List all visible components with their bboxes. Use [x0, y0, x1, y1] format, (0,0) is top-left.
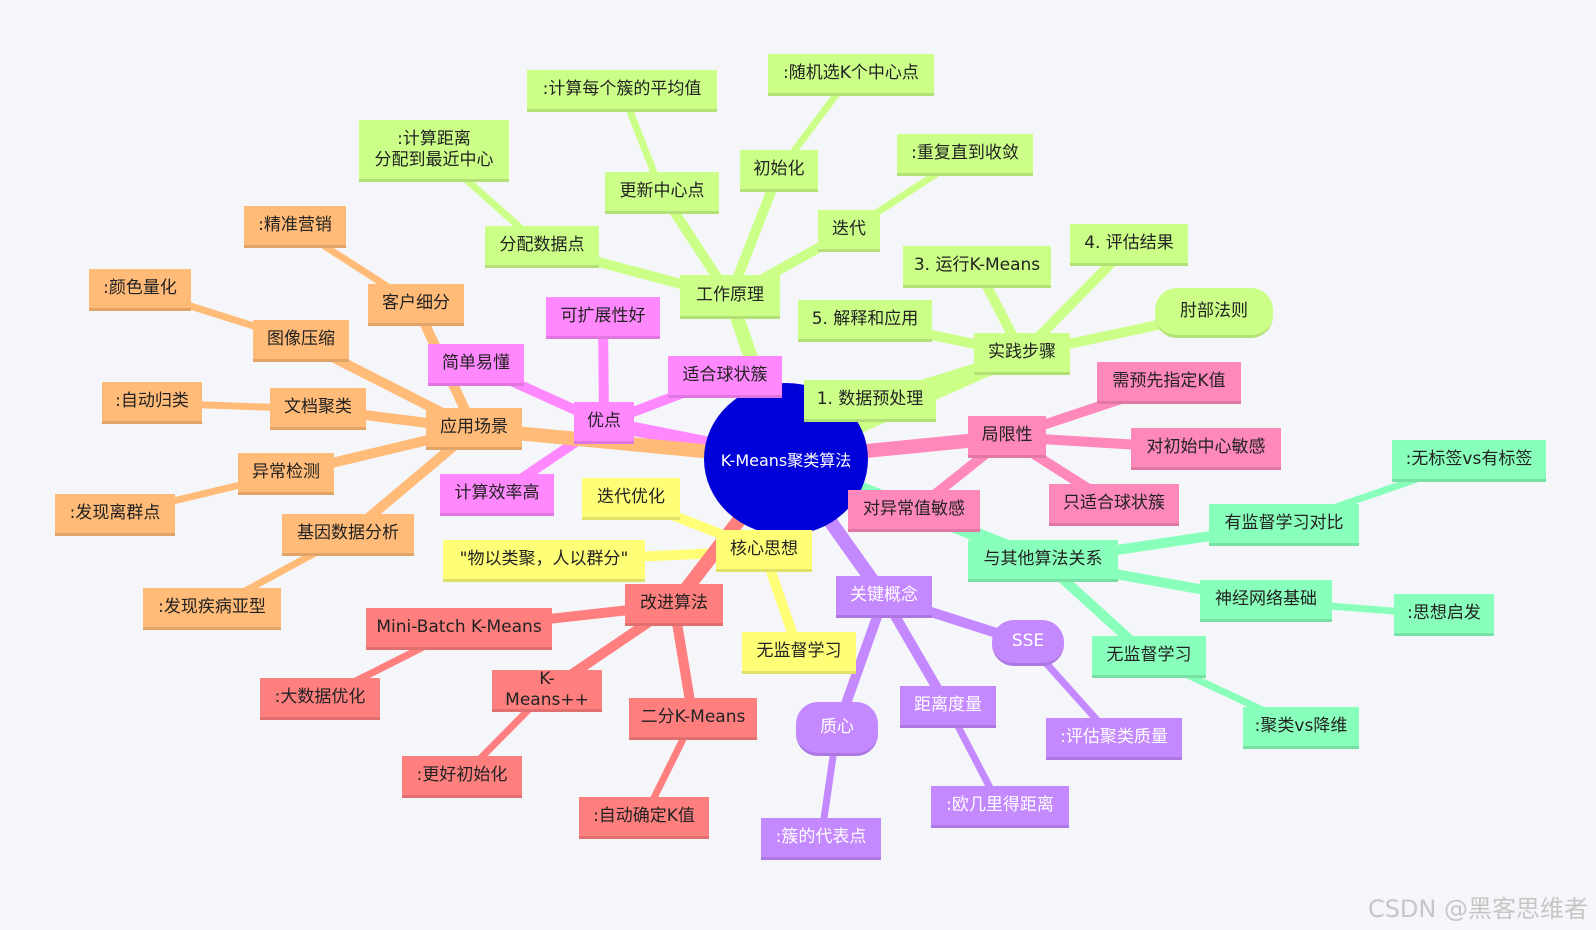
adv-scalable: 可扩展性好 — [546, 297, 660, 339]
leaf-neural: :思想启发 — [1394, 594, 1494, 636]
branch-improvements: 改进算法 — [625, 584, 723, 626]
leaf-centroid: :簇的代表点 — [761, 818, 881, 860]
improve-minibatch: Mini-Batch K-Means — [366, 608, 552, 650]
leaf-gene: :发现疾病亚型 — [143, 588, 281, 630]
leaf-document: :自动归类 — [102, 382, 202, 424]
node-update: 更新中心点 — [605, 172, 719, 214]
rel-unsupervised: 无监督学习 — [1092, 636, 1206, 678]
branch-working-principle: 工作原理 — [680, 275, 780, 319]
improve-bisecting: 二分K-Means — [629, 698, 757, 740]
concept-distance: 距离度量 — [900, 686, 996, 728]
adv-efficient: 计算效率高 — [440, 474, 554, 516]
leaf-update: :计算每个簇的平均值 — [527, 70, 717, 112]
step-preprocess: 1. 数据预处理 — [804, 380, 936, 422]
leaf-supervised: :无标签vs有标签 — [1392, 440, 1546, 482]
improve-kmeanspp: K-Means++ — [492, 669, 602, 712]
leaf-init: :随机选K个中心点 — [768, 54, 934, 96]
limit-k-required: 需预先指定K值 — [1097, 362, 1241, 404]
leaf-customer: :精准营销 — [244, 206, 346, 248]
leaf-iterate: :重复直到收敛 — [897, 134, 1033, 176]
core-unsupervised: 无监督学习 — [742, 632, 856, 674]
leaf-distance: :欧几里得距离 — [931, 786, 1069, 828]
branch-core-idea: 核心思想 — [716, 530, 812, 572]
branch-key-concepts: 关键概念 — [836, 576, 932, 618]
core-quote: "物以类聚，人以群分" — [443, 540, 645, 582]
step-interpret: 5. 解释和应用 — [798, 300, 932, 342]
branch-relations: 与其他算法关系 — [968, 540, 1118, 582]
rel-neural: 神经网络基础 — [1200, 580, 1332, 622]
branch-practice-steps: 实践步骤 — [974, 333, 1070, 375]
concept-centroid: 质心 — [796, 702, 878, 756]
app-anomaly: 异常检测 — [238, 453, 334, 495]
watermark: CSDN @黑客思维者 — [1367, 895, 1588, 923]
leaf-bisecting: :自动确定K值 — [579, 797, 709, 839]
app-customer: 客户细分 — [368, 284, 464, 326]
node-iterate: 迭代 — [818, 210, 880, 252]
elbow-method: 肘部法则 — [1155, 288, 1273, 338]
limit-outliers: 对异常值敏感 — [848, 490, 980, 532]
app-gene: 基因数据分析 — [282, 514, 414, 556]
step-evaluate: 4. 评估结果 — [1070, 224, 1188, 266]
leaf-anomaly: :发现离群点 — [55, 494, 175, 536]
branch-limitations: 局限性 — [968, 416, 1046, 458]
leaf-unsupervised: :聚类vs降维 — [1243, 707, 1359, 749]
rel-supervised: 有监督学习对比 — [1209, 504, 1359, 546]
leaf-sse: :评估聚类质量 — [1046, 718, 1182, 760]
leaf-assign: :计算距离 分配到最近中心 — [359, 120, 509, 182]
step-run: 3. 运行K-Means — [903, 246, 1051, 288]
core-iterative: 迭代优化 — [582, 478, 680, 520]
node-assign: 分配数据点 — [485, 226, 599, 268]
limit-init-sensitive: 对初始中心敏感 — [1131, 428, 1281, 470]
node-init: 初始化 — [740, 150, 818, 192]
leaf-kmeanspp: :更好初始化 — [402, 756, 522, 798]
app-document: 文档聚类 — [270, 388, 366, 430]
branch-applications: 应用场景 — [426, 408, 522, 450]
leaf-minibatch: :大数据优化 — [260, 678, 380, 720]
adv-simple: 简单易懂 — [428, 344, 524, 386]
limit-spherical: 只适合球状簇 — [1049, 484, 1179, 526]
adv-spherical: 适合球状簇 — [668, 356, 782, 398]
branch-advantages: 优点 — [574, 402, 634, 444]
leaf-image: :颜色量化 — [89, 269, 191, 311]
concept-sse: SSE — [992, 620, 1064, 666]
app-image: 图像压缩 — [253, 320, 349, 362]
